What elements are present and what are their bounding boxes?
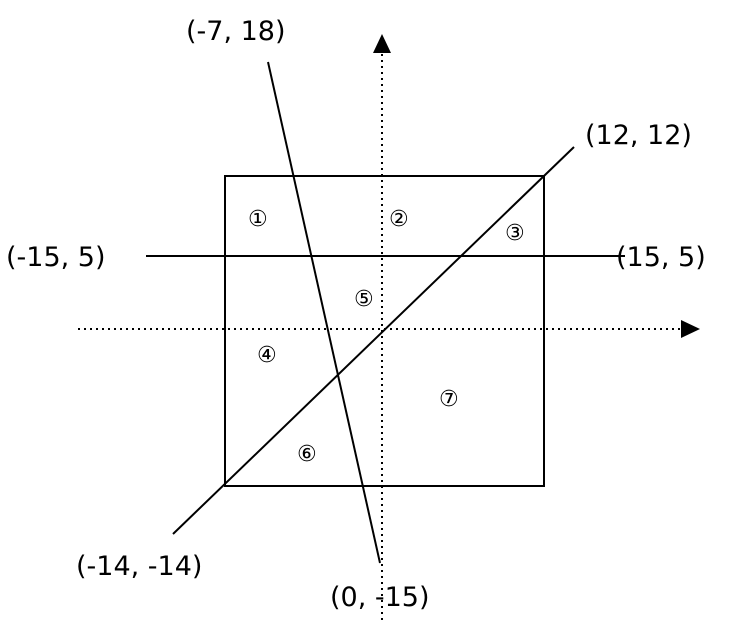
x-axis-arrow	[681, 320, 700, 338]
point-label-bottom: (0, -15)	[330, 582, 430, 613]
region-label-4: ④	[257, 343, 277, 368]
y-axis-arrow	[373, 34, 391, 53]
point-label-lower-left: (-14, -14)	[76, 551, 202, 582]
region-label-2: ②	[389, 207, 409, 232]
line-b	[172, 146, 575, 535]
region-label-3: ③	[505, 221, 525, 246]
point-label-left: (-15, 5)	[6, 242, 106, 273]
point-label-right: (15, 5)	[616, 242, 706, 273]
region-label-5: ⑤	[354, 287, 374, 312]
region-label-1: ①	[248, 207, 268, 232]
point-label-upper-right: (12, 12)	[585, 120, 692, 151]
line-a	[267, 61, 381, 564]
region-label-7: ⑦	[439, 387, 459, 412]
point-label-top: (-7, 18)	[186, 16, 286, 47]
square	[224, 175, 545, 487]
region-label-6: ⑥	[297, 442, 317, 467]
